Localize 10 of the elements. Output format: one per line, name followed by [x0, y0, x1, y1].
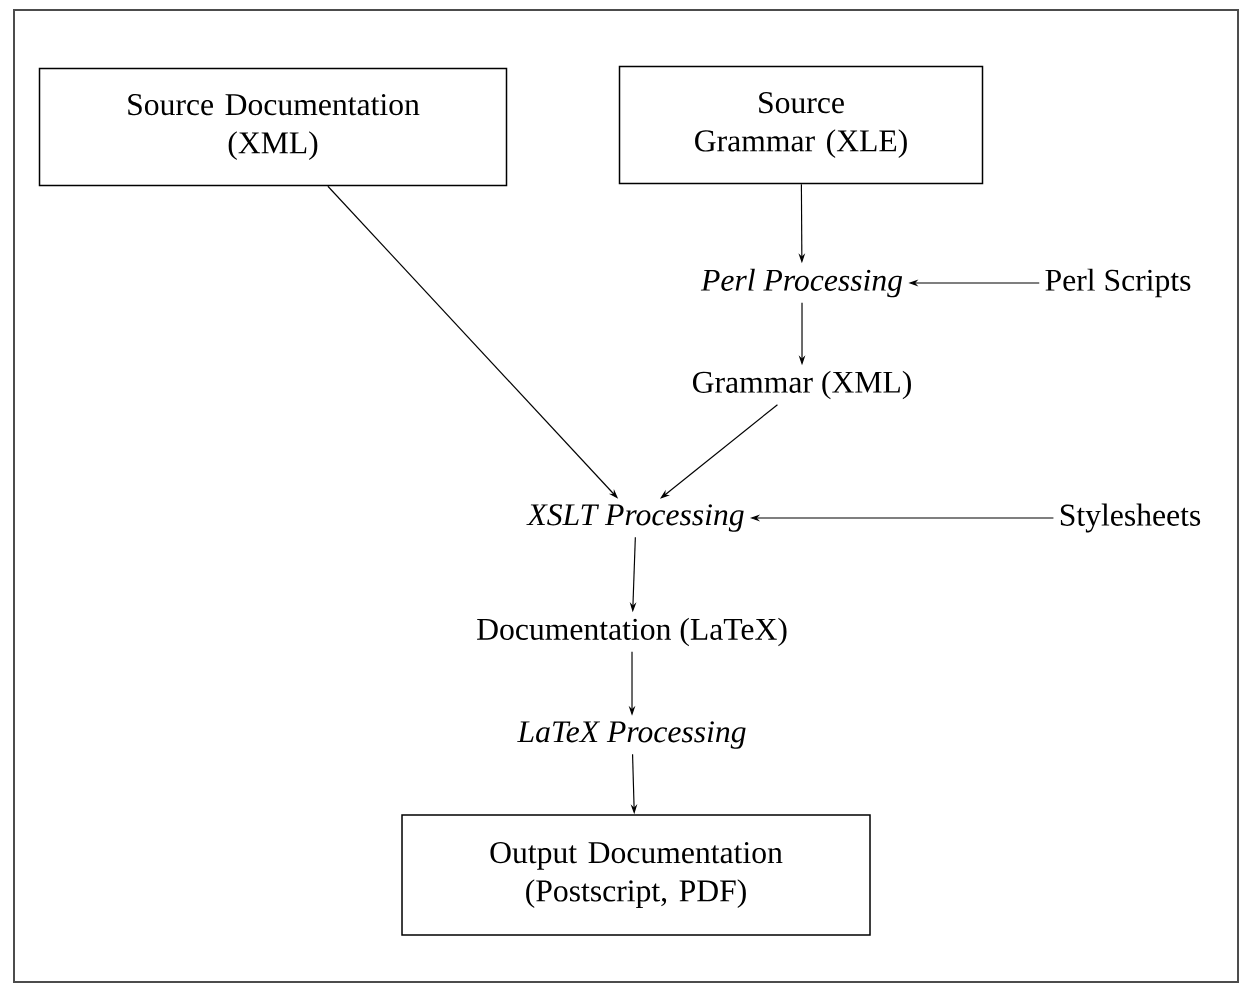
process-box: Source Grammar (XLE) — [618, 65, 984, 185]
process-label: XSLT Processing — [526, 504, 744, 532]
data-label: Stylesheets — [1060, 503, 1201, 533]
process-box: Output Documentation (Postscript, PDF) — [401, 814, 871, 936]
data-label: Grammar (XML) — [692, 370, 911, 400]
process-label: LaTeX Processing — [517, 721, 746, 749]
process-box: Source Documentation (XML) — [38, 67, 508, 187]
data-label: Perl Scripts — [1045, 268, 1191, 298]
data-label: Documentation (LaTeX) — [477, 617, 787, 647]
process-label: Perl Processing — [700, 268, 903, 298]
